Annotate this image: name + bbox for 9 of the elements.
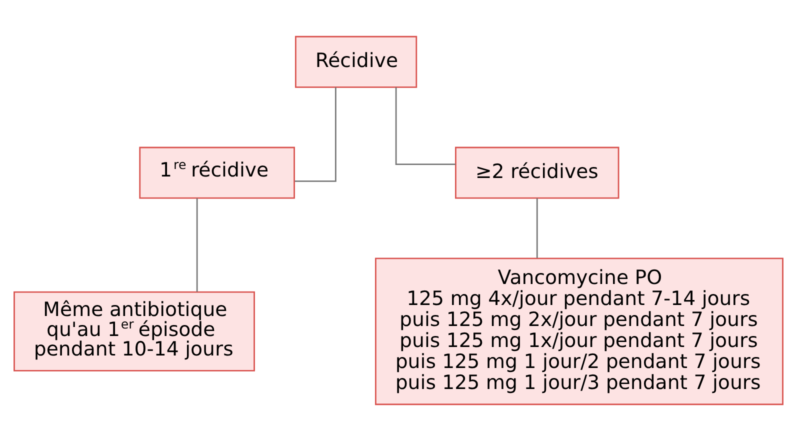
node-box: Vancomycine PO 125 mg 4x/jour pendant 7-14 jours puis 125 mg 2x/jour pendant 7 jours puis 125 mg 1x/jour pendant 7 jours puis 125 mg 1 jour/2 pendant 7 jours puis 125 mg 1 jour/3 pendant 7 jours (374, 258, 784, 406)
connector (294, 87, 336, 182)
connector (536, 198, 538, 258)
connector (196, 198, 198, 292)
node-box: 1$^{re}$ récidive (139, 146, 295, 199)
connector (395, 87, 456, 166)
node-box: Même antibiotique qu'au 1$^{er}$ épisode pendant 10-14 jours (14, 291, 255, 372)
node-box: ≥2 récidives (455, 146, 620, 199)
node-box: Récidive (294, 36, 418, 88)
